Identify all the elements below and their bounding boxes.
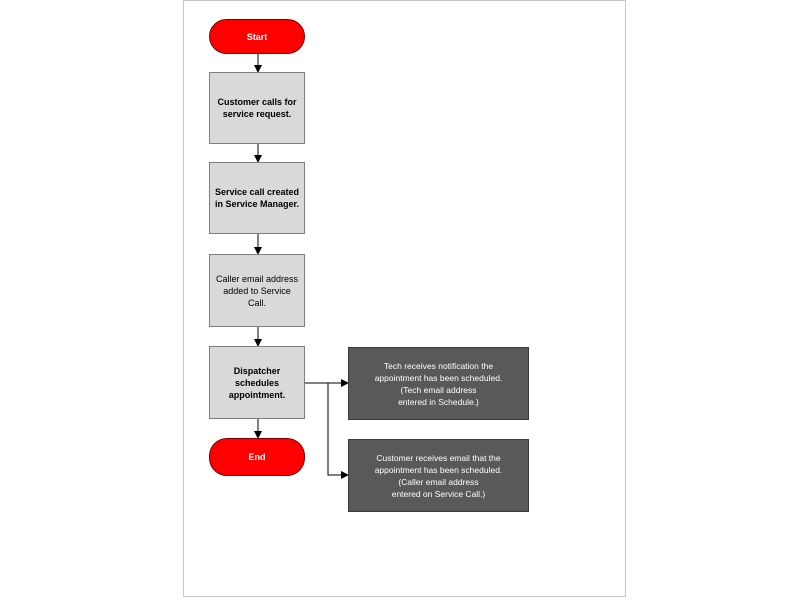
end-terminal: End: [209, 438, 305, 476]
note-customer-email: Customer receives email that the appoint…: [348, 439, 529, 512]
note-tech-notification: Tech receives notification the appointme…: [348, 347, 529, 420]
step-service-call-created: Service call created in Service Manager.: [209, 162, 305, 234]
start-terminal: Start: [209, 19, 305, 54]
step-caller-email-added: Caller email address added to Service Ca…: [209, 254, 305, 327]
connector-step4-customer: [327, 383, 349, 479]
step-customer-calls: Customer calls for service request.: [209, 72, 305, 144]
step-dispatcher-schedules: Dispatcher schedules appointment.: [209, 346, 305, 419]
